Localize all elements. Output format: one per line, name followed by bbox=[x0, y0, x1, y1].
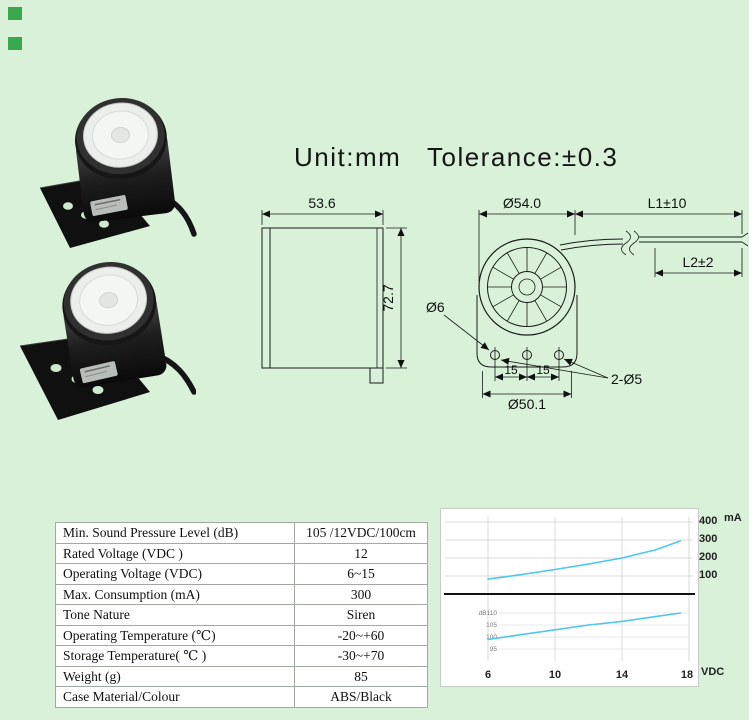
spec-label: Min. Sound Pressure Level (dB) bbox=[56, 523, 295, 543]
dim-side-width: 53.6 bbox=[261, 195, 384, 225]
spec-value: 300 bbox=[350, 586, 372, 602]
svg-text:53.6: 53.6 bbox=[308, 195, 335, 211]
product-photo-top bbox=[39, 97, 197, 248]
y-tick-100: 100 bbox=[699, 569, 718, 581]
svg-text:Ø54.0: Ø54.0 bbox=[503, 195, 541, 211]
table-row: Tone Nature Siren bbox=[56, 605, 427, 626]
y-axis-unit: mA bbox=[724, 512, 742, 524]
page-title: Unit:mm Tolerance:±0.3 bbox=[294, 142, 619, 172]
spec-value: Siren bbox=[346, 607, 376, 622]
spec-value: 6~15 bbox=[347, 566, 375, 581]
performance-chart: dB110 105 100 95 6 10 14 18 bbox=[440, 508, 699, 687]
svg-text:L1±10: L1±10 bbox=[648, 195, 687, 211]
svg-text:Ø50.1: Ø50.1 bbox=[508, 396, 546, 412]
y-tick-200: 200 bbox=[699, 551, 718, 563]
spec-label: Tone Nature bbox=[56, 605, 295, 625]
spec-value: ABS/Black bbox=[330, 689, 392, 704]
y-tick-400: 400 bbox=[699, 515, 718, 527]
db-tick: 95 bbox=[490, 646, 498, 653]
series-current_mA bbox=[487, 540, 682, 580]
bracket-hole bbox=[99, 220, 109, 228]
svg-text:15: 15 bbox=[504, 363, 518, 377]
spec-label: Weight (g) bbox=[56, 666, 295, 686]
svg-text:Ø6: Ø6 bbox=[426, 299, 445, 315]
dim-front-diameter: Ø54.0 bbox=[478, 195, 576, 281]
table-row: Storage Temperature( ℃ ) -30~+70 bbox=[56, 646, 427, 667]
siren-body bbox=[75, 97, 176, 222]
table-row: Operating Temperature (℃) -20~+60 bbox=[56, 625, 427, 646]
x-axis-unit: VDC bbox=[701, 666, 725, 678]
svg-text:L2±2: L2±2 bbox=[682, 254, 713, 270]
technical-drawing: 53.6 72.7 Ø54.0 bbox=[261, 195, 749, 412]
spec-value: 12 bbox=[354, 545, 368, 561]
chart-gridlines-db bbox=[499, 612, 689, 650]
spec-value: -30~+70 bbox=[337, 648, 385, 663]
green-bullet-icon bbox=[8, 37, 22, 50]
spec-label: Case Material/Colour bbox=[56, 687, 295, 707]
front-view bbox=[476, 238, 578, 368]
table-row: Case Material/Colour ABS/Black bbox=[56, 687, 427, 708]
spec-label: Operating Temperature (℃) bbox=[56, 625, 295, 645]
chart-series bbox=[487, 540, 682, 641]
product-photo-bottom bbox=[19, 262, 196, 420]
svg-text:15: 15 bbox=[536, 363, 550, 377]
bracket-hole bbox=[92, 386, 104, 394]
spec-label: Rated Voltage (VDC ) bbox=[56, 543, 295, 563]
dim-strip-length: L2±2 bbox=[654, 248, 743, 277]
x-tick: 18 bbox=[681, 669, 693, 681]
x-tick: 10 bbox=[549, 669, 561, 681]
svg-text:2-Ø5: 2-Ø5 bbox=[611, 371, 642, 387]
x-tick: 14 bbox=[616, 669, 629, 681]
x-tick: 6 bbox=[485, 669, 491, 681]
svg-text:72.7: 72.7 bbox=[380, 284, 396, 311]
db-tick: dB110 bbox=[479, 610, 498, 617]
side-view bbox=[261, 227, 384, 384]
dim-side-height: 72.7 bbox=[380, 227, 407, 369]
table-row: Rated Voltage (VDC ) 12 bbox=[56, 543, 427, 564]
db-tick: 105 bbox=[486, 622, 497, 629]
spec-label: Max. Consumption (mA) bbox=[56, 584, 295, 604]
bracket-hole bbox=[50, 364, 62, 372]
spec-label: Operating Voltage (VDC) bbox=[56, 564, 295, 584]
table-row: Max. Consumption (mA) 300 bbox=[56, 584, 427, 605]
dim-center-hole: Ø6 bbox=[426, 299, 490, 351]
table-row: Weight (g) 85 bbox=[56, 666, 427, 687]
dim-mount-width: Ø50.1 bbox=[482, 371, 572, 412]
dim-mount-holes: 2-Ø5 bbox=[500, 357, 642, 387]
siren-body bbox=[62, 262, 167, 388]
table-row: Operating Voltage (VDC) 6~15 bbox=[56, 564, 427, 585]
spec-value: -20~+60 bbox=[337, 627, 385, 643]
spec-value: 105 /12VDC/100cm bbox=[306, 525, 416, 540]
spec-value: 85 bbox=[354, 668, 368, 684]
db-tick: 100 bbox=[486, 634, 497, 641]
dim-lead-length: L1±10 bbox=[575, 195, 743, 234]
spec-label: Storage Temperature( ℃ ) bbox=[56, 646, 295, 666]
table-row: Min. Sound Pressure Level (dB) 105 /12VD… bbox=[56, 523, 427, 544]
y-tick-300: 300 bbox=[699, 533, 718, 545]
spec-table: Min. Sound Pressure Level (dB) 105 /12VD… bbox=[55, 522, 428, 708]
chart-gridlines bbox=[445, 517, 693, 661]
green-bullet-icon bbox=[8, 7, 22, 20]
lead-wires bbox=[559, 230, 749, 256]
series-spl_dB bbox=[487, 612, 682, 641]
bracket-hole bbox=[63, 202, 73, 210]
dim-hole-pitch: 15 15 bbox=[494, 363, 560, 381]
